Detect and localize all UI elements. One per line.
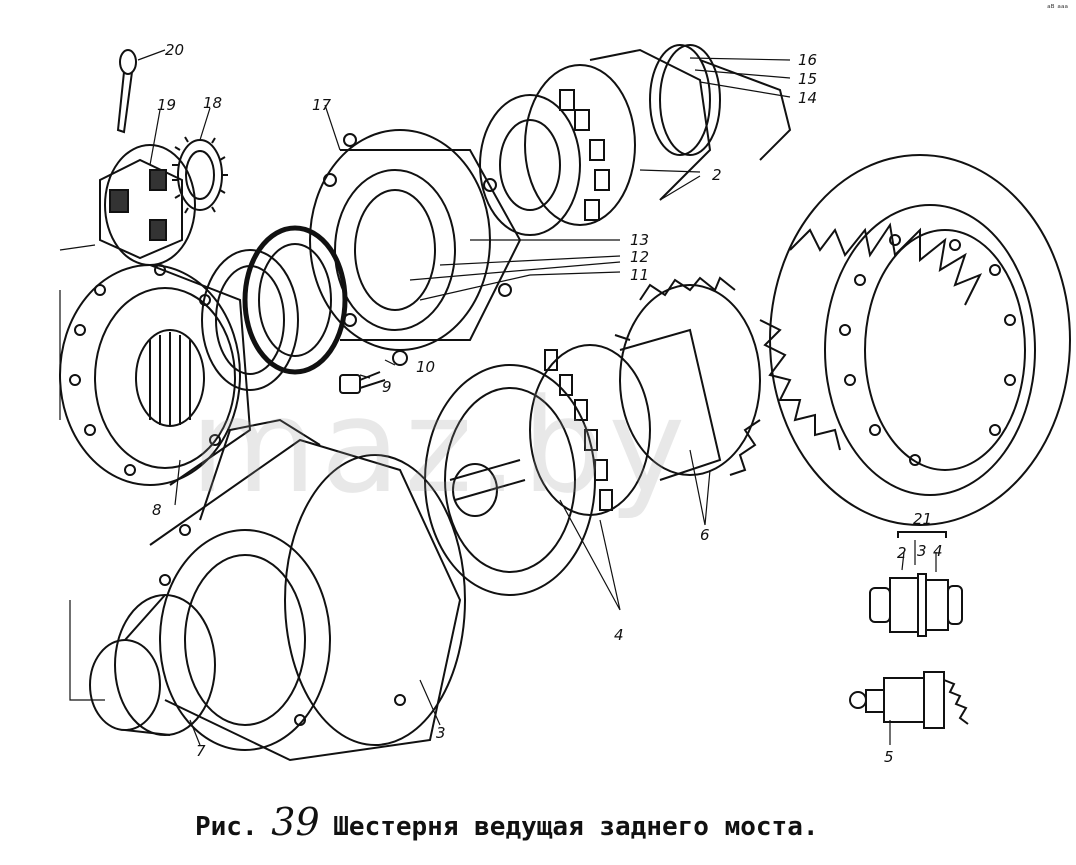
lock-washer-drawing: [172, 136, 228, 214]
cotter-pin-drawing: [116, 49, 137, 134]
caption-number: 39: [271, 800, 320, 844]
callout-14: 14: [798, 89, 817, 107]
callout-10: 10: [416, 358, 435, 376]
ring-gear-drawing: [759, 154, 1071, 526]
callout-18: 18: [203, 94, 222, 112]
figure-caption: Рис. 39 Шестерня ведущая заднего моста.: [195, 800, 895, 850]
leader-lines: [59, 49, 937, 746]
callout-2: 2: [712, 166, 722, 184]
callout-12: 12: [630, 248, 649, 266]
castle-nut-drawing: [99, 144, 196, 266]
callout-16: 16: [798, 51, 817, 69]
callout-inset-3: 3: [917, 542, 927, 560]
callout-13: 13: [630, 231, 649, 249]
callout-20: 20: [165, 41, 184, 59]
callout-4: 4: [614, 626, 624, 644]
inset-assembly-lower-drawing: [849, 671, 969, 729]
callout-17: 17: [312, 96, 332, 114]
carrier-housing-drawing: [149, 418, 466, 762]
upper-bearing-drawing: [479, 48, 712, 236]
callout-5: 5: [884, 748, 894, 766]
callout-19: 19: [157, 96, 176, 114]
callout-inset-4: 4: [933, 542, 943, 560]
seal-rings-drawing: [201, 225, 348, 391]
tail-sleeve-drawing: [89, 594, 216, 736]
inset-assembly-upper-drawing: [869, 531, 963, 637]
pinion-bearing-drawing: [424, 344, 651, 596]
corner-mark: ᵃᴮ ᵃᵃᵃ: [1047, 4, 1068, 14]
callout-7: 7: [196, 742, 206, 760]
callout-8: 8: [152, 501, 162, 519]
callout-15: 15: [798, 70, 817, 88]
bolt-washer-drawing: [339, 350, 408, 394]
callout-11: 11: [630, 266, 649, 284]
pinion-gear-drawing: [614, 276, 761, 481]
callout-21: 21: [913, 510, 932, 528]
caption-text: Шестерня ведущая заднего моста.: [333, 812, 819, 842]
callout-9: 9: [382, 378, 392, 396]
caption-prefix: Рис.: [195, 812, 258, 842]
callout-6: 6: [700, 526, 710, 544]
callout-inset-2: 2: [897, 544, 907, 562]
callout-3: 3: [436, 724, 446, 742]
spacer-rings-drawing: [649, 44, 792, 161]
